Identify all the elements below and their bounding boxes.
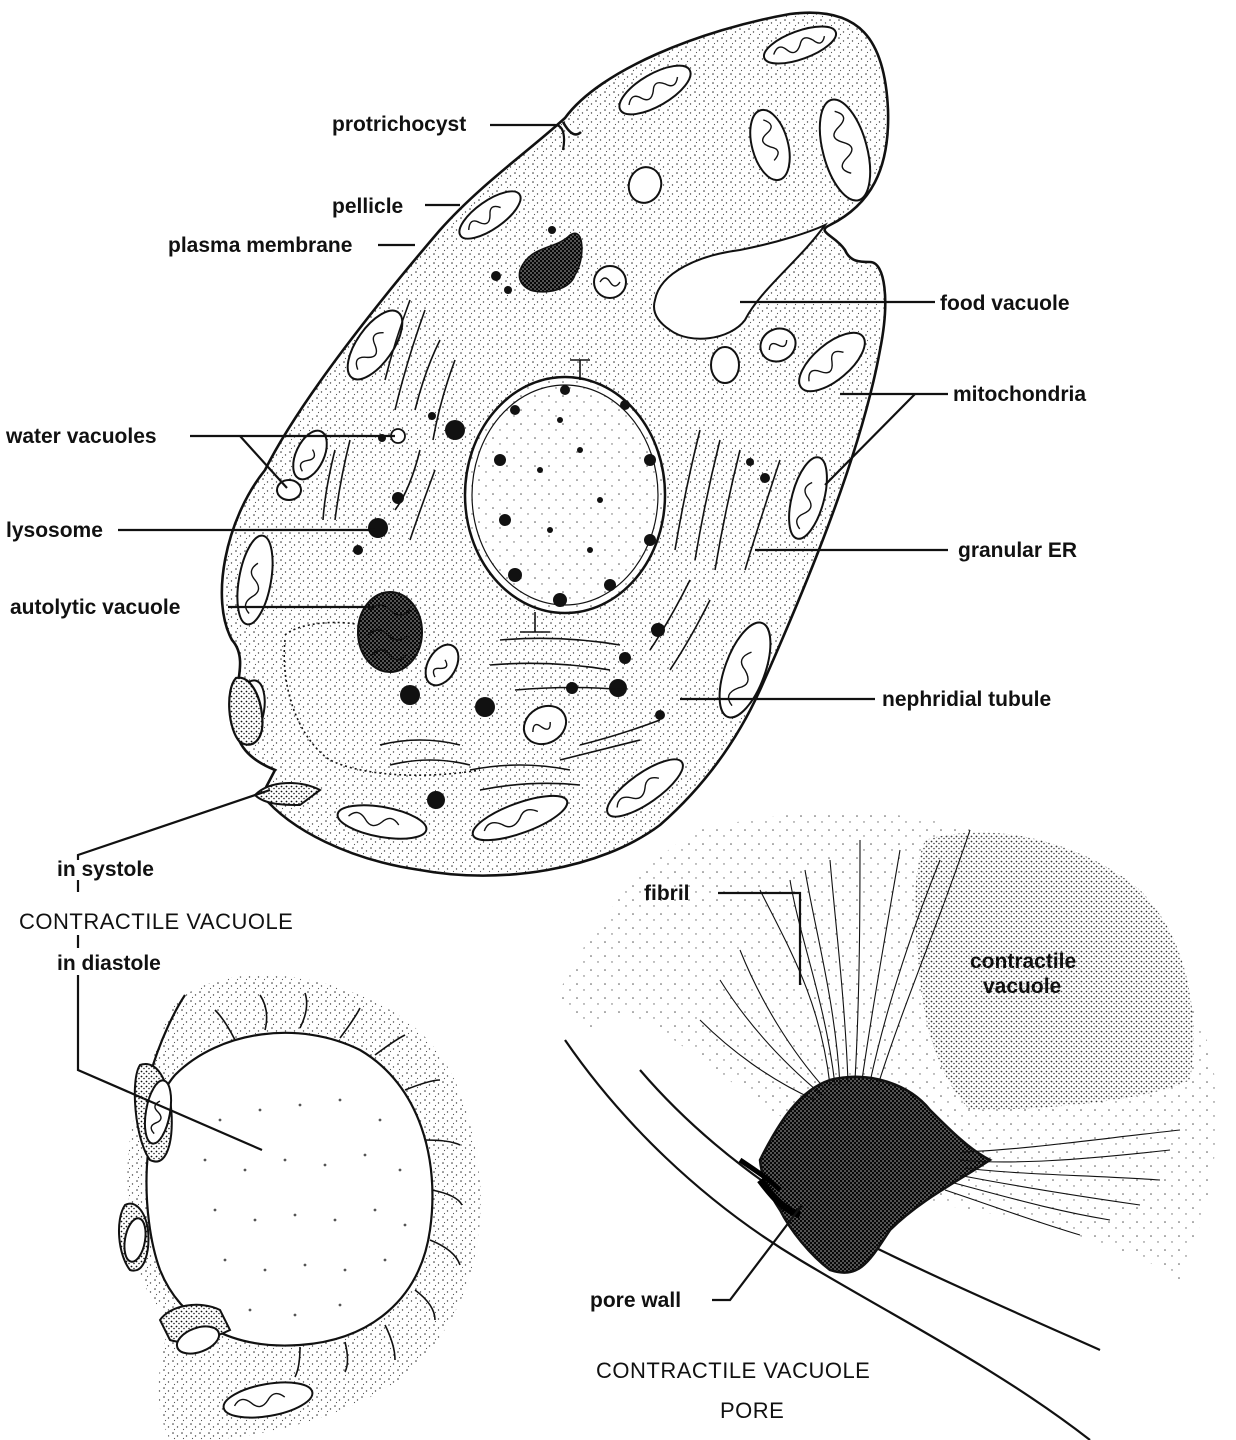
label-food-vacuole: food vacuole — [940, 292, 1070, 315]
label-mitochondria: mitochondria — [953, 383, 1086, 406]
label-granular-er: granular ER — [958, 539, 1077, 562]
label-pore-wall: pore wall — [590, 1289, 681, 1312]
label-nephridial-tubule: nephridial tubule — [882, 688, 1051, 711]
label-contractile: contractile — [970, 950, 1076, 973]
label-fibril: fibril — [644, 882, 690, 905]
diastole-panel — [119, 975, 481, 1440]
main-cell — [222, 13, 888, 876]
autolytic-vacuole — [358, 592, 422, 672]
label-in-diastole: in diastole — [57, 952, 161, 975]
label-lysosome: lysosome — [6, 519, 103, 542]
title-contractile-vacuole: CONTRACTILE VACUOLE — [19, 909, 293, 934]
label-protrichocyst: protrichocyst — [332, 113, 466, 136]
label-water-vacuoles: water vacuoles — [5, 425, 157, 448]
label-in-systole: in systole — [57, 858, 154, 881]
label-vacuole: vacuole — [983, 975, 1061, 998]
nucleus — [465, 377, 665, 613]
pore-panel — [560, 813, 1217, 1440]
diastole-vacuole — [146, 1033, 432, 1346]
title-pore-line-2: PORE — [720, 1398, 784, 1423]
title-pore-line-1: CONTRACTILE VACUOLE — [596, 1358, 870, 1383]
label-plasma-membrane: plasma membrane — [168, 234, 352, 257]
label-pellicle: pellicle — [332, 195, 403, 218]
label-autolytic-vacuole: autolytic vacuole — [10, 596, 180, 619]
